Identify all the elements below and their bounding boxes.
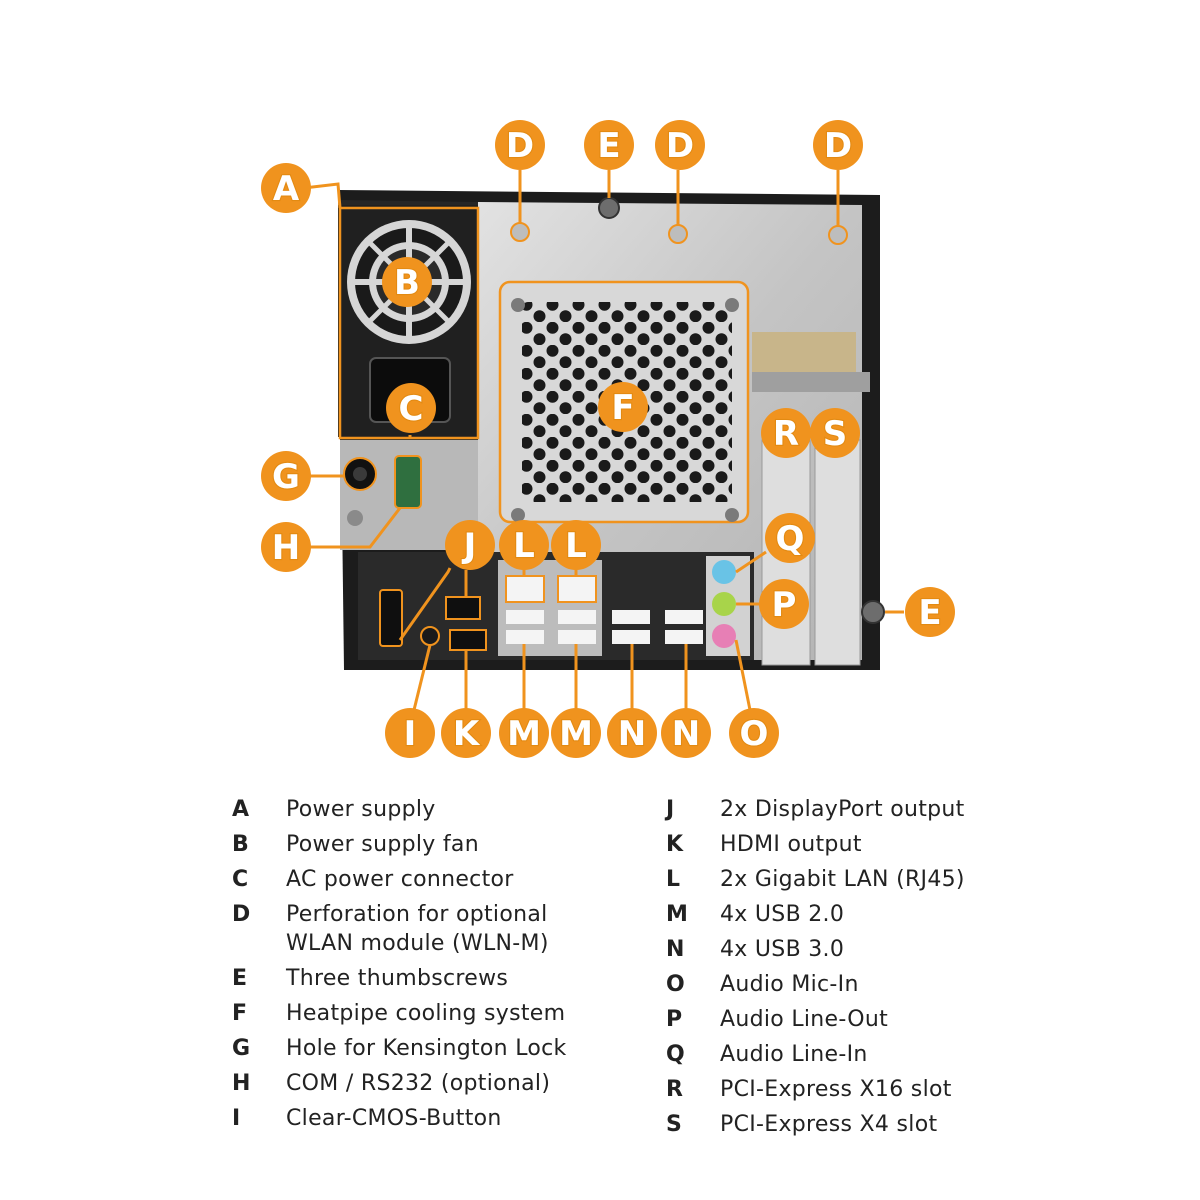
callout-m-1: M [499,708,549,758]
svg-text:O: O [740,714,769,754]
callout-d-2: D [655,120,705,170]
svg-text:D: D [506,126,534,166]
com-port [395,456,421,508]
svg-text:B: B [394,263,420,303]
callout-o: O [729,708,779,758]
callout-q: Q [765,513,815,563]
svg-text:G: G [272,457,300,497]
svg-text:D: D [824,126,852,166]
svg-text:F: F [611,388,634,428]
callout-l-1: L [499,520,549,570]
callout-e-1: E [584,120,634,170]
svg-text:P: P [772,585,797,625]
callout-f: F [598,382,648,432]
svg-text:L: L [565,526,587,566]
svg-text:H: H [272,528,300,568]
callout-d-1: D [495,120,545,170]
callout-p: P [759,579,809,629]
svg-text:K: K [453,714,481,754]
callout-c: C [386,383,436,433]
callout-l-2: L [551,520,601,570]
callout-a: A [261,163,311,213]
callout-r: R [761,408,811,458]
svg-text:D: D [666,126,694,166]
callout-m-2: M [551,708,601,758]
svg-text:I: I [404,714,417,754]
callout-g: G [261,451,311,501]
callout-e-2: E [905,587,955,637]
svg-text:J: J [462,526,477,566]
pc-rear-diagram: A B C D E D D F R S G H J L L Q P E I K … [0,0,1200,780]
svg-text:E: E [597,126,620,166]
svg-text:N: N [672,714,700,754]
callout-n-2: N [661,708,711,758]
callout-j: J [445,520,495,570]
callout-h: H [261,522,311,572]
callout-b: B [382,257,432,307]
svg-text:Q: Q [776,519,805,559]
callout-d-3: D [813,120,863,170]
kensington-lock-hole [344,458,376,490]
callout-s: S [810,408,860,458]
svg-text:N: N [618,714,646,754]
svg-text:S: S [823,414,848,454]
svg-text:A: A [273,169,300,209]
io-shield [358,552,754,660]
svg-text:L: L [513,526,535,566]
svg-text:M: M [507,714,541,754]
svg-text:R: R [773,414,799,454]
svg-text:E: E [918,593,941,633]
callout-i: I [385,708,435,758]
callout-k: K [441,708,491,758]
svg-text:C: C [399,389,424,429]
svg-text:M: M [559,714,593,754]
callout-n-1: N [607,708,657,758]
